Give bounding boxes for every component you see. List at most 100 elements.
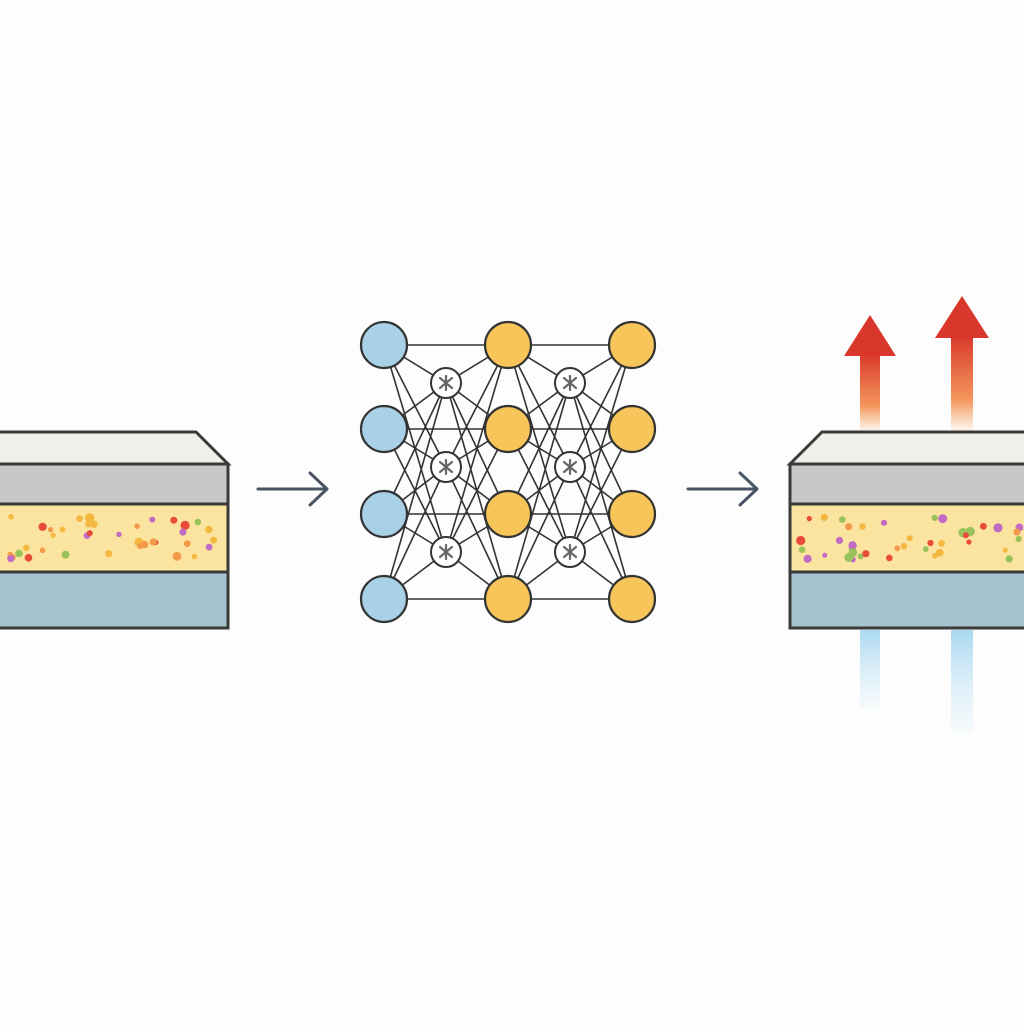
output-particle xyxy=(962,532,969,539)
output-particle xyxy=(803,554,812,563)
input-particle xyxy=(76,515,83,522)
arrow-input-to-network xyxy=(256,471,329,507)
output-node xyxy=(607,574,657,624)
output-particle xyxy=(1005,555,1013,563)
hidden-node-glyph xyxy=(562,543,578,561)
output-particle xyxy=(1013,528,1021,536)
output-particle xyxy=(993,523,1003,533)
input-particle xyxy=(50,532,56,538)
input-particle xyxy=(105,550,113,558)
network-edge xyxy=(445,344,509,553)
hidden-node-glyph xyxy=(438,543,454,561)
input-particle xyxy=(86,530,93,537)
output-particle xyxy=(980,522,987,530)
output-node xyxy=(483,574,533,624)
input-particle xyxy=(210,536,218,544)
input-particle xyxy=(191,553,197,560)
output-node xyxy=(483,320,533,370)
output-particle xyxy=(820,513,828,522)
neural-network xyxy=(359,320,657,624)
emission-beam-down-2 xyxy=(951,630,973,732)
output-particle xyxy=(886,554,893,562)
network-edges xyxy=(383,344,633,600)
network-edge xyxy=(569,344,633,553)
output-particle xyxy=(894,545,901,552)
input-particle xyxy=(61,550,70,559)
input-particle xyxy=(38,522,47,531)
input-particle xyxy=(15,549,23,558)
input-particle xyxy=(85,513,95,523)
network-nodes xyxy=(359,320,657,624)
input-particle xyxy=(90,520,98,528)
input-stack-bottom-layer xyxy=(0,570,230,630)
input-particle xyxy=(48,527,54,533)
output-particle xyxy=(906,535,913,542)
input-stack-cap xyxy=(0,430,232,466)
network-edge xyxy=(383,382,447,515)
output-particle xyxy=(848,541,857,550)
output-stack-top-layer xyxy=(788,462,1024,506)
output-particle xyxy=(966,539,972,545)
output-node xyxy=(607,320,657,370)
output-particle xyxy=(844,552,854,562)
input-particle xyxy=(7,555,15,563)
output-particle xyxy=(857,553,864,560)
network-edge xyxy=(507,466,571,600)
output-stack-cap xyxy=(786,430,1024,466)
input-particle xyxy=(149,538,157,546)
input-node xyxy=(359,404,409,454)
output-particle xyxy=(900,543,908,550)
input-particles xyxy=(7,513,218,563)
input-particle xyxy=(23,544,30,551)
network-edge xyxy=(507,382,571,600)
input-node xyxy=(359,489,409,539)
hidden-node-glyph xyxy=(562,458,578,476)
output-particle xyxy=(859,523,866,530)
output-particle xyxy=(880,519,888,526)
output-particle xyxy=(806,516,812,522)
input-particle xyxy=(183,540,191,547)
input-particle xyxy=(180,520,190,531)
input-node xyxy=(359,574,409,624)
output-particle xyxy=(1015,535,1022,543)
input-particle xyxy=(205,525,213,534)
output-particle xyxy=(931,514,938,522)
network-edge xyxy=(507,382,571,515)
input-particle xyxy=(149,516,156,523)
arrow-network-to-output xyxy=(686,471,759,507)
output-particle xyxy=(835,536,844,545)
output-particle xyxy=(839,516,846,523)
hidden-node-glyph xyxy=(438,458,454,476)
output-particle xyxy=(1002,547,1008,553)
input-particle xyxy=(59,526,66,533)
output-node xyxy=(483,489,533,539)
output-particle xyxy=(935,548,944,557)
output-stack-bottom-layer xyxy=(788,570,1024,630)
output-particle xyxy=(922,546,929,552)
input-particle xyxy=(172,552,182,561)
output-particle xyxy=(862,550,870,558)
output-particle xyxy=(932,553,938,559)
input-particle xyxy=(8,514,14,520)
input-particle xyxy=(24,554,33,562)
output-particles xyxy=(796,513,1024,563)
input-particle xyxy=(140,540,149,549)
output-particle xyxy=(938,539,945,547)
hidden-node-glyph xyxy=(438,374,454,392)
emission-arrow-up-2 xyxy=(935,296,989,434)
input-stack-middle-layer xyxy=(0,502,230,574)
input-particle xyxy=(179,528,187,536)
input-particle xyxy=(134,523,140,529)
input-particle xyxy=(116,531,122,538)
output-particle xyxy=(798,546,806,553)
input-particle xyxy=(170,516,178,524)
emission-beam-down-1 xyxy=(860,630,880,708)
emission-arrow-up-1 xyxy=(844,315,896,434)
network-edge xyxy=(383,466,447,600)
input-stack-top-layer xyxy=(0,462,230,506)
network-edge xyxy=(383,382,447,600)
output-particle xyxy=(796,535,806,546)
output-particle xyxy=(845,523,853,531)
